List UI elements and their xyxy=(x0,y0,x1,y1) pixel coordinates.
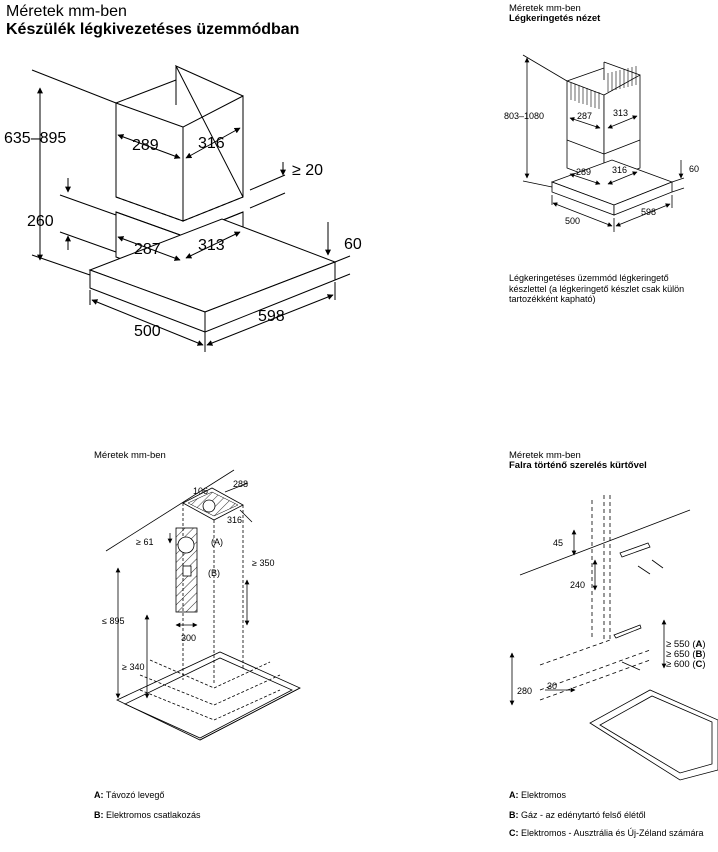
recirc-subheading: Légkeringetés nézet xyxy=(509,13,601,24)
ceiling-dim-labels: 288 106 316 ≥ 61 (A) (B) ≥ 350 ≤ 895 300… xyxy=(102,479,274,672)
wall-subheading: Falra történő szerelés kürtővel xyxy=(509,460,647,471)
ceiling-label-b: (B) xyxy=(208,568,220,578)
recirc-dim-bot-w: 289 xyxy=(576,167,591,177)
recirc-dim-top-d: 313 xyxy=(613,108,628,118)
wall-dim-280: 280 xyxy=(517,686,532,696)
recirc-dim-labels: 803–1080 287 313 289 316 60 500 598 xyxy=(504,108,699,226)
recirc-dim-top-w: 287 xyxy=(577,111,592,121)
wall-dim-45: 45 xyxy=(553,538,563,548)
wall-dim-240: 240 xyxy=(570,580,585,590)
recirc-dim-canopy-h: 60 xyxy=(689,164,699,174)
ceiling-legend-b: B: Elektromos csatlakozás xyxy=(94,810,201,820)
main-dim-gap: ≥ 20 xyxy=(292,162,323,179)
main-dim-canopy-h: 60 xyxy=(344,236,362,253)
wall-dim-30: 30 xyxy=(547,681,557,691)
main-dim-width: 500 xyxy=(134,323,161,340)
wall-install-drawing xyxy=(509,495,718,781)
main-hood-drawing xyxy=(31,64,351,352)
wall-legend-c: C: Elektromos - Ausztrália és Új-Zéland … xyxy=(509,828,704,838)
recirc-dim-height: 803–1080 xyxy=(504,111,544,121)
ceiling-dim-350: ≥ 350 xyxy=(252,558,274,568)
recirc-dim-depth: 598 xyxy=(641,207,656,217)
recirc-dim-bot-d: 316 xyxy=(612,165,627,175)
wall-dim-550: ≥ 550 (A) xyxy=(666,639,706,650)
recirc-note: Légkeringetéses üzemmód légkeringető kés… xyxy=(509,273,685,304)
recirc-dim-width: 500 xyxy=(565,216,580,226)
ceiling-dim-106: 106 xyxy=(193,486,208,496)
main-dim-depth: 598 xyxy=(258,308,285,325)
ceiling-dim-300: 300 xyxy=(181,633,196,643)
ceiling-dim-316: 316 xyxy=(227,515,242,525)
ceiling-install-drawing xyxy=(105,469,301,741)
ceiling-dim-288: 288 xyxy=(233,479,248,489)
ceiling-heading: Méretek mm-ben xyxy=(94,450,166,461)
wall-dim-labels: 45 240 ≥ 550 (A) ≥ 650 (B) ≥ 600 (C) 30 … xyxy=(517,538,706,696)
main-heading: Méretek mm-ben xyxy=(6,3,127,20)
main-dim-bot-w: 287 xyxy=(134,241,161,258)
wall-legend-b: B: Gáz - az edénytartó felső élétől xyxy=(509,810,646,820)
main-dim-top-d: 316 xyxy=(198,135,225,152)
main-dim-labels: 635–895 289 316 ≥ 20 260 287 313 60 500 … xyxy=(4,130,362,340)
wall-heading: Méretek mm-ben xyxy=(509,450,581,461)
main-dim-bot-d: 313 xyxy=(198,237,225,254)
ceiling-dim-895: ≤ 895 xyxy=(102,616,124,626)
main-dim-top-w: 289 xyxy=(132,137,159,154)
main-dim-lower-h: 260 xyxy=(27,213,54,230)
ceiling-dim-340: ≥ 340 xyxy=(122,662,144,672)
recirc-heading: Méretek mm-ben xyxy=(509,3,581,14)
wall-dim-600: ≥ 600 (C) xyxy=(666,659,706,670)
wall-legend-a: A: Elektromos xyxy=(509,790,567,800)
ceiling-legend-a: A: Távozó levegő xyxy=(94,790,165,800)
recirc-hood-drawing xyxy=(522,54,685,232)
main-subheading: Készülék légkivezetéses üzemmódban xyxy=(6,21,300,38)
ceiling-dim-61: ≥ 61 xyxy=(136,537,153,547)
wall-dim-650: ≥ 650 (B) xyxy=(666,649,706,660)
ceiling-label-a: (A) xyxy=(211,537,223,547)
main-dim-height: 635–895 xyxy=(4,130,66,147)
